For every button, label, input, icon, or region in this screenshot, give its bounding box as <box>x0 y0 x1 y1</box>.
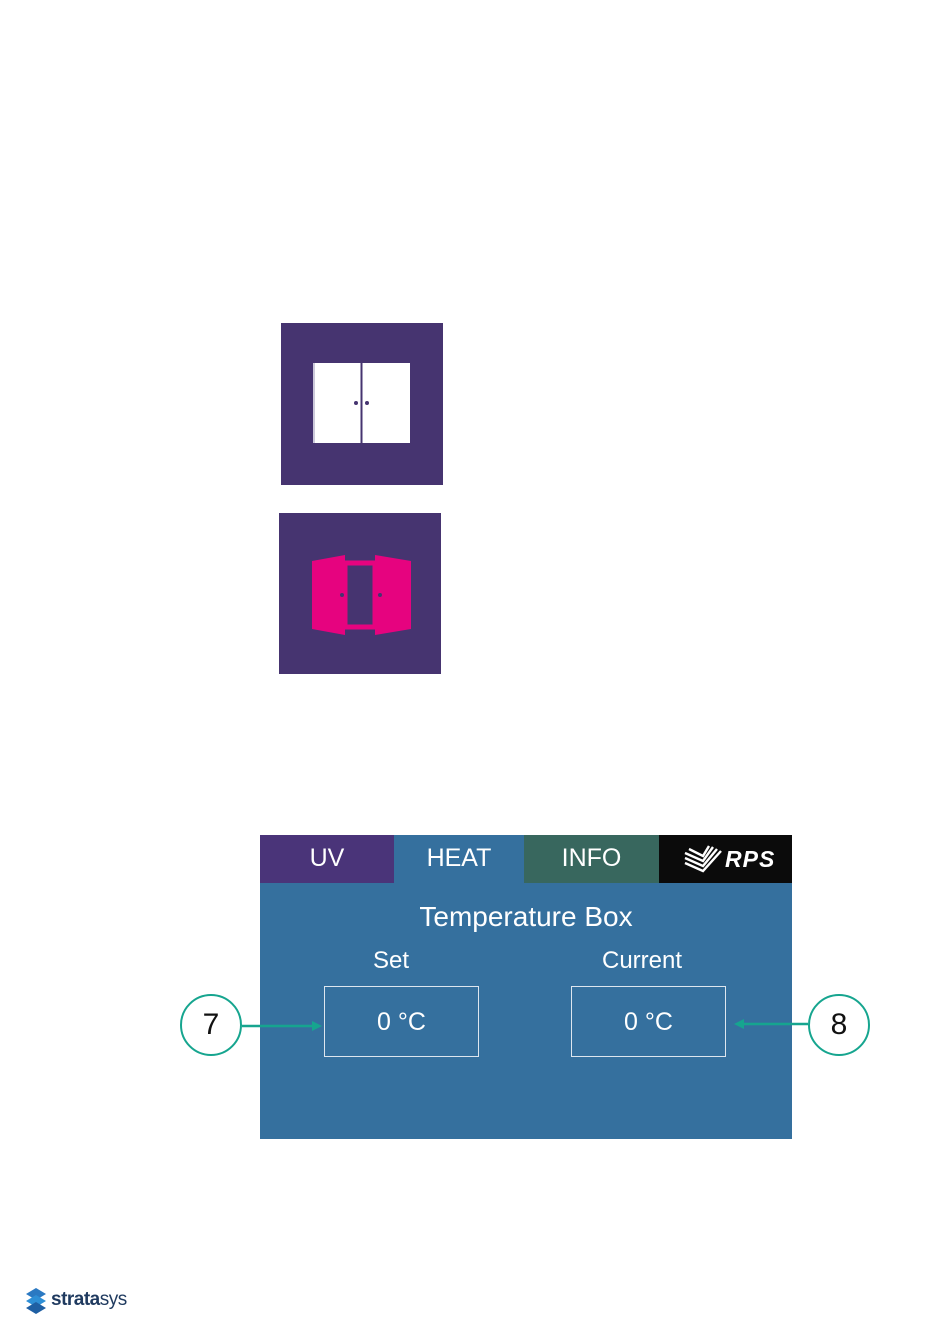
callout-7: 7 <box>180 994 242 1056</box>
stratasys-logo-text: stratasys <box>51 1289 127 1311</box>
stratasys-logo-icon <box>24 1288 48 1314</box>
callout-8: 8 <box>808 994 870 1056</box>
